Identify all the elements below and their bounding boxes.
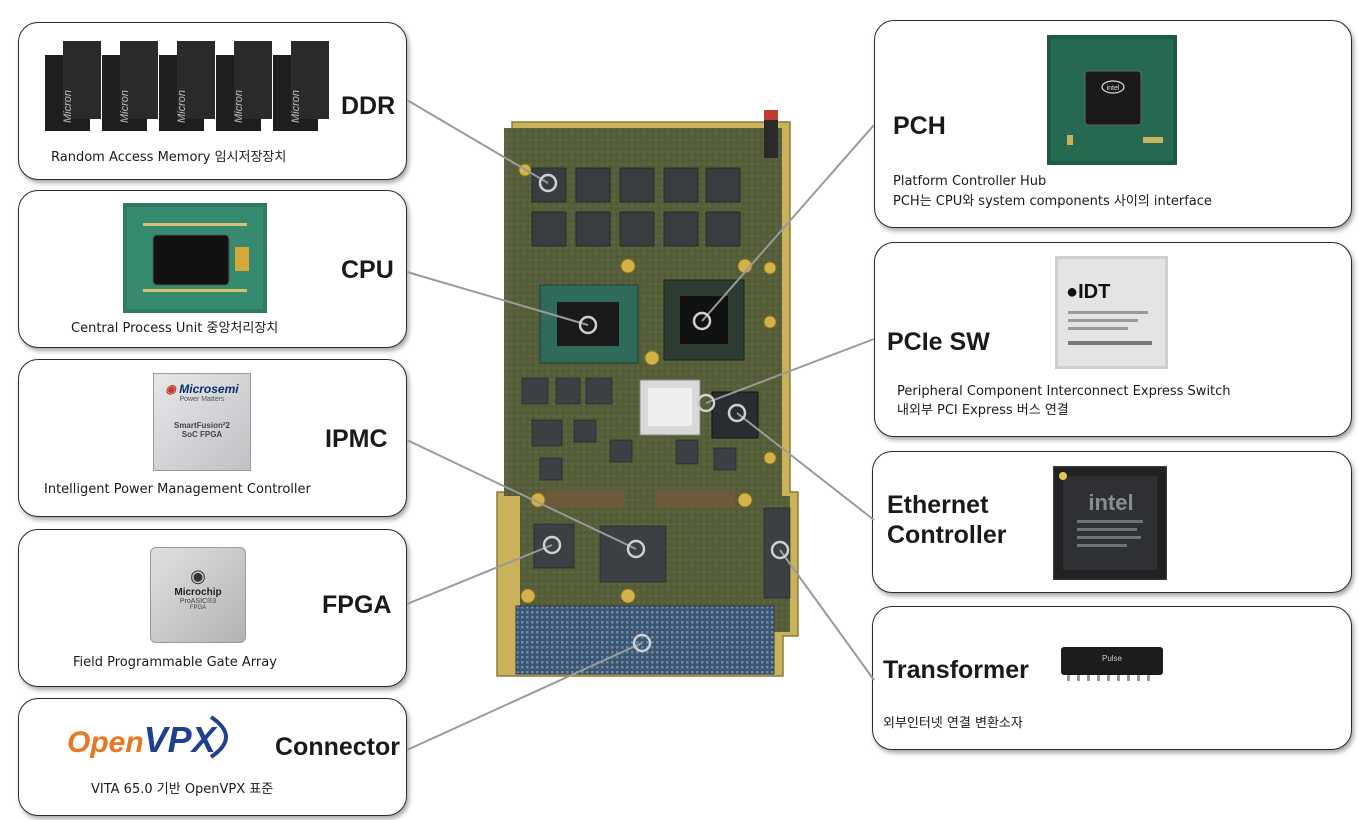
cpu-desc: Central Process Unit 중앙처리장치 xyxy=(71,321,279,336)
ipmc-title: IPMC xyxy=(325,425,388,453)
pch-card: intel PCH Platform Controller Hub PCH는 C… xyxy=(874,20,1352,228)
openvpx-logo: OpenVPX xyxy=(67,719,216,761)
openvpx-logo-vpx: VPX xyxy=(143,719,216,760)
fpga-card: ◉ Microchip ProASIC®3 FPGA FPGA Field Pr… xyxy=(18,529,407,687)
cpu-chip-image xyxy=(123,203,267,313)
ddr-title: DDR xyxy=(341,92,396,120)
pch-title: PCH xyxy=(893,112,946,140)
pcie-sw-chip-brand: IDT xyxy=(1078,281,1111,303)
transformer-title: Transformer xyxy=(883,656,1029,684)
ipmc-desc: Intelligent Power Management Controller xyxy=(44,482,311,497)
ipmc-chip-image: ◉ Microsemi Power Matters SmartFusion²2 … xyxy=(153,373,251,471)
pcie-sw-desc-line1: Peripheral Component Interconnect Expres… xyxy=(897,384,1231,399)
ddr-desc: Random Access Memory 임시저장장치 xyxy=(51,150,287,165)
pch-chip-brand: intel xyxy=(1107,85,1120,92)
ipmc-chip-brand: Microsemi xyxy=(179,382,239,396)
ddr-chip-label-3: Micron xyxy=(176,90,188,123)
ddr-card: Micron Micron Micron Micron Micron DDR R… xyxy=(18,22,407,180)
connector-card: OpenVPX Connector VITA 65.0 기반 OpenVPX 표… xyxy=(18,698,407,816)
pcie-sw-chip-image: ●IDT xyxy=(1055,256,1168,369)
ethernet-card: intel Ethernet Controller xyxy=(872,451,1352,593)
ddr-memory-chips-image: Micron Micron Micron Micron Micron xyxy=(45,41,329,131)
fpga-chip-line2: FPGA xyxy=(189,605,207,611)
pch-desc-line2: PCH는 CPU와 system components 사이의 interfac… xyxy=(893,194,1212,209)
idt-logo-icon: ● xyxy=(1066,281,1079,303)
cpu-card: CPU Central Process Unit 중앙처리장치 xyxy=(18,190,407,348)
microchip-logo-icon: ◉ xyxy=(190,566,206,586)
transformer-card: Pulse Transformer 외부인터넷 연결 변환소자 xyxy=(872,606,1352,750)
openvpx-logo-open: Open xyxy=(67,726,144,759)
transformer-desc: 외부인터넷 연결 변환소자 xyxy=(883,716,1023,731)
pcie-sw-title: PCIe SW xyxy=(887,328,990,356)
transformer-chip-image: Pulse xyxy=(1061,647,1163,681)
ethernet-chip-image: intel xyxy=(1053,466,1167,580)
connector-desc: VITA 65.0 기반 OpenVPX 표준 xyxy=(91,782,274,797)
fpga-desc: Field Programmable Gate Array xyxy=(73,655,277,670)
ddr-chip-label-4: Micron xyxy=(233,90,245,123)
ddr-chip-label-2: Micron xyxy=(119,90,131,123)
ethernet-chip-brand: intel xyxy=(1088,490,1133,515)
connector-title: Connector xyxy=(275,733,400,761)
ddr-chip-label-1: Micron xyxy=(62,90,74,123)
ipmc-chip-sub: Power Matters xyxy=(179,396,225,403)
ipmc-card: ◉ Microsemi Power Matters SmartFusion²2 … xyxy=(18,359,407,517)
ddr-chip-label-5: Micron xyxy=(290,90,302,123)
openvpx-swoosh-icon xyxy=(209,715,228,759)
transformer-chip-brand: Pulse xyxy=(1102,654,1123,663)
ethernet-title-line2: Controller xyxy=(887,521,1007,549)
fpga-chip-brand: Microchip xyxy=(174,587,222,598)
pcie-sw-card: ●IDT PCIe SW Peripheral Component Interc… xyxy=(874,242,1352,437)
pch-chip-image: intel xyxy=(1047,35,1177,165)
ipmc-chip-line2: SoC FPGA xyxy=(181,430,223,439)
microsemi-logo-icon: ◉ xyxy=(165,382,176,396)
fpga-title: FPGA xyxy=(322,591,392,619)
ipmc-chip-line1: SmartFusion²2 xyxy=(173,421,230,430)
cpu-title: CPU xyxy=(341,256,394,284)
fpga-chip-line1: ProASIC®3 xyxy=(179,598,217,605)
ethernet-title-line1: Ethernet xyxy=(887,491,989,519)
pcie-sw-desc-line2: 내외부 PCI Express 버스 연결 xyxy=(897,403,1069,418)
fpga-chip-image: ◉ Microchip ProASIC®3 FPGA xyxy=(150,547,246,643)
pch-desc-line1: Platform Controller Hub xyxy=(893,174,1047,189)
